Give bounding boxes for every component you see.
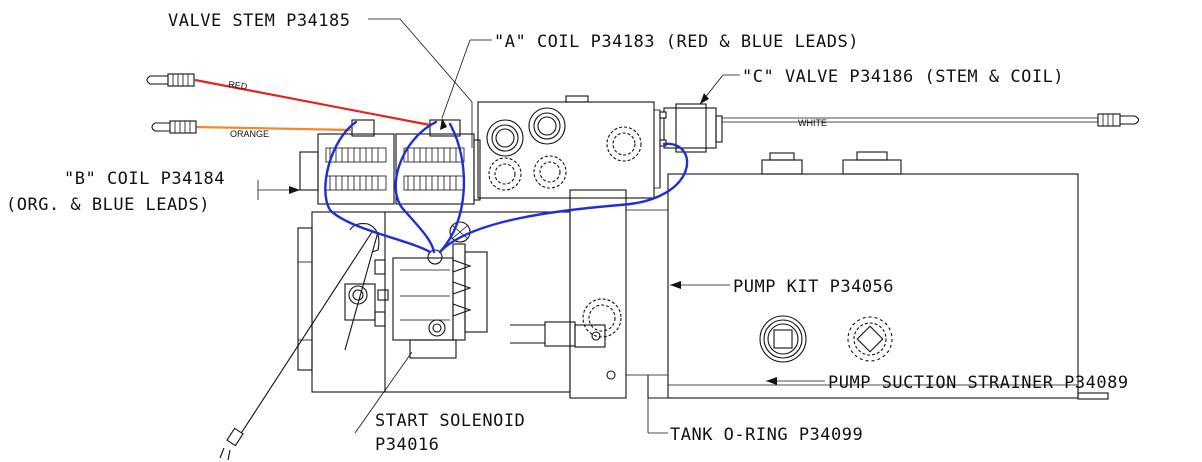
valve-stem-callout: VALVE STEM P34185 [168,11,351,31]
red-wire-label: RED [228,79,249,92]
start-solenoid [392,221,488,359]
start-solenoid-callout-line1: START SOLENOID [375,411,525,431]
orange-wire [151,120,353,134]
arrowheads [289,93,777,385]
orange-wire-label: ORANGE [230,129,269,139]
white-wire-terminal [1097,113,1140,127]
strainer-fitting-left [759,315,807,363]
pump-kit-callout: PUMP KIT P34056 [733,277,894,297]
valve-c-coil [659,103,1098,153]
motor-housing [297,211,571,393]
strainer-fitting-right [847,316,893,362]
red-wire [146,73,431,127]
coil-b-callout-line2: (ORG. & BLUE LEADS) [6,195,210,215]
ground-cable [219,231,379,461]
valve-c-callout: "C" VALVE P34186 (STEM & COIL) [742,67,1064,87]
leader-lines [257,18,825,434]
valve-body [477,95,661,199]
tank-body [667,151,1109,400]
tank-oring-callout: TANK O-RING P34099 [670,425,863,445]
coil-b-callout-line1: "B" COIL P34184 [64,169,225,189]
coil-b [299,119,395,205]
coil-a-callout: "A" COIL P34183 (RED & BLUE LEADS) [494,32,859,52]
blue-wires [324,120,689,254]
coil-a [395,119,481,205]
pump-manifold [510,189,668,399]
start-solenoid-callout-line2: P34016 [375,435,439,455]
suction-strainer-callout: PUMP SUCTION STRAINER P34089 [828,373,1129,393]
white-wire-label: WHITE [798,118,827,128]
